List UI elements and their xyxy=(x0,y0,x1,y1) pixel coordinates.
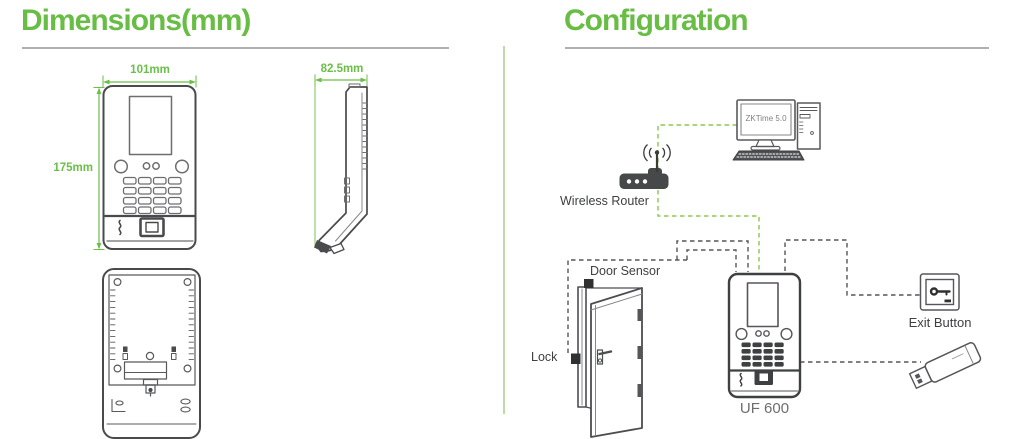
dimensions-underline xyxy=(22,47,449,49)
fingerprint-sensor xyxy=(139,217,165,238)
exit-button-wire xyxy=(784,239,920,296)
door-sensor-icon xyxy=(584,279,594,288)
usb-flash-drive-icon xyxy=(908,342,982,389)
router-label: Wireless Router xyxy=(560,194,649,208)
door-sensor-label: Door Sensor xyxy=(590,264,661,278)
uf600-keypad xyxy=(741,342,784,367)
software-label: ZKTime 5.0 xyxy=(745,114,787,123)
lock-icon xyxy=(571,353,581,364)
network-wire-green xyxy=(657,124,760,271)
pc-tower-icon xyxy=(796,102,821,150)
depth-dimension-label: 82.5mm xyxy=(320,63,364,75)
squiggle-mark xyxy=(118,219,122,236)
lock-wire xyxy=(567,259,687,353)
exit-button-key-icon xyxy=(919,273,960,311)
door-sensor-wire-2 xyxy=(686,249,737,272)
dimensions-title: Dimensions(mm) xyxy=(21,4,251,37)
mount-tabs xyxy=(111,398,191,413)
back-view-drawing xyxy=(102,268,201,439)
computer-icon xyxy=(732,99,821,161)
dimension-arrows xyxy=(93,74,368,250)
back-vents xyxy=(110,289,194,361)
dimensions-drawing xyxy=(93,74,368,439)
exit-button-label: Exit Button xyxy=(908,315,972,330)
side-terminals xyxy=(344,177,350,203)
front-view-drawing xyxy=(102,85,197,250)
front-keypad xyxy=(122,176,182,215)
configuration-underline xyxy=(565,47,989,49)
uf600-device-icon xyxy=(727,272,802,399)
side-foot xyxy=(314,240,331,254)
side-vents xyxy=(362,102,368,170)
screw-holes xyxy=(113,278,192,373)
side-view-drawing xyxy=(314,83,368,255)
door-icon xyxy=(571,279,643,438)
door-hinges xyxy=(637,309,642,397)
wireless-router-icon xyxy=(619,144,671,189)
cable-connector xyxy=(142,378,159,397)
door-sensor-wire xyxy=(676,240,749,272)
wifi-signal-icon xyxy=(643,144,671,162)
device-name-label: UF 600 xyxy=(739,400,790,417)
width-dimension-label: 101mm xyxy=(130,64,170,76)
configuration-drawing xyxy=(567,99,982,438)
keyboard-icon xyxy=(732,150,805,161)
panel-divider xyxy=(503,46,505,414)
door-panel xyxy=(590,287,643,438)
configuration-title: Configuration xyxy=(564,4,749,37)
door-handle xyxy=(596,349,613,365)
lock-label: Lock xyxy=(531,350,558,364)
height-dimension-label: 175mm xyxy=(53,162,93,174)
